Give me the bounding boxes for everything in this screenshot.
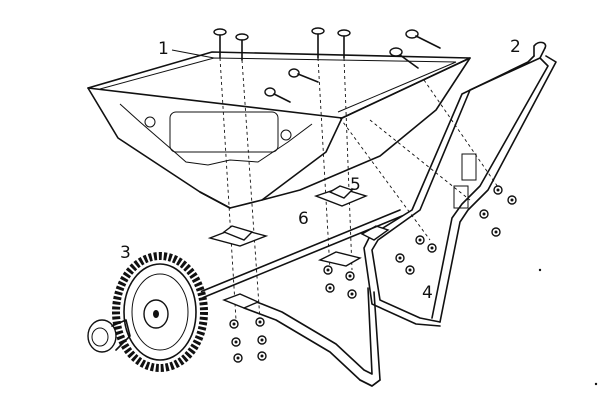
callout-number: 5 [350, 175, 361, 195]
tray-bolts [213, 27, 441, 103]
bolt-icon [264, 87, 291, 103]
callout-number: 1 [158, 39, 169, 59]
callout-5: 5 [350, 175, 361, 195]
bolt-icon [235, 33, 249, 61]
wheel [112, 252, 208, 372]
callout-3: 3 [120, 243, 131, 263]
callout-4: 4 [422, 283, 433, 303]
bolt-icon [337, 29, 351, 59]
callout-1: 1 [158, 39, 215, 59]
bolt-icon [288, 68, 319, 83]
wheel-hub-cap [87, 319, 131, 353]
mounting-brackets [207, 185, 369, 247]
assembly-lines [219, 57, 501, 321]
bolt-icon [213, 28, 227, 59]
callout-number: 3 [120, 243, 131, 263]
handle-frame [222, 41, 557, 387]
tray [87, 51, 471, 209]
speck [538, 268, 542, 272]
nuts-washers [229, 185, 517, 363]
callout-2: 2 [510, 37, 521, 57]
callout-number: 2 [510, 37, 521, 57]
bolt-icon [311, 27, 325, 59]
bolt-icon [389, 47, 419, 69]
callout-number: 6 [298, 209, 309, 229]
bolt-icon [405, 29, 441, 49]
callout-number: 4 [422, 283, 433, 303]
callout-6: 6 [298, 209, 309, 229]
axle [199, 209, 403, 299]
speck [594, 382, 598, 386]
